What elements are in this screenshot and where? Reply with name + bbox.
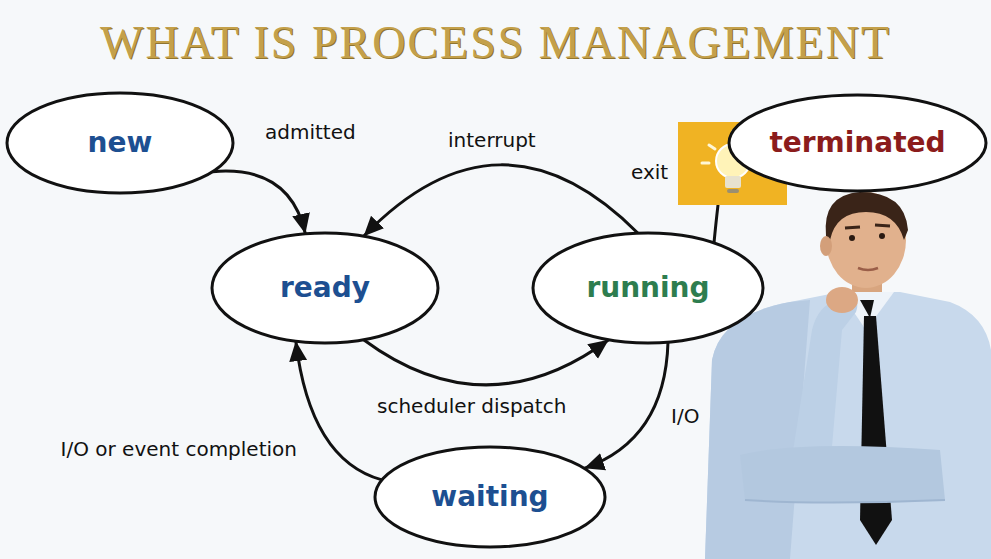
state-ellipse: waiting	[373, 445, 607, 549]
transition-arrow	[364, 340, 609, 385]
state-name: new	[88, 127, 153, 159]
transition-label: I/O	[668, 404, 702, 428]
ellipse-shape	[729, 95, 986, 191]
transition-arrow	[364, 165, 638, 236]
state-name: waiting	[431, 481, 548, 513]
state-name: running	[586, 272, 709, 304]
state-ellipse: running	[531, 231, 765, 345]
state-ellipse: new	[5, 91, 235, 195]
state-name: ready	[280, 272, 370, 304]
state-name: terminated	[769, 127, 945, 159]
transition-label: I/O or event completion	[58, 437, 300, 461]
transition-label: admitted	[262, 120, 359, 144]
transition-arrow	[213, 171, 306, 234]
transition-label: interrupt	[445, 128, 539, 152]
man-figure	[705, 192, 991, 559]
transition-arrow	[296, 341, 382, 480]
transition-arrow	[584, 342, 668, 468]
diagram-title: WHAT IS PROCESS MANAGEMENT	[0, 16, 991, 69]
state-ellipse: terminated	[727, 93, 988, 193]
state-ellipse: ready	[210, 231, 440, 345]
ellipse-shape	[7, 93, 233, 193]
transition-label: scheduler dispatch	[374, 394, 569, 418]
ellipse-shape	[375, 447, 605, 547]
ellipse-shape	[533, 233, 763, 343]
ellipse-shape	[212, 233, 438, 343]
transition-label: exit	[628, 160, 671, 184]
